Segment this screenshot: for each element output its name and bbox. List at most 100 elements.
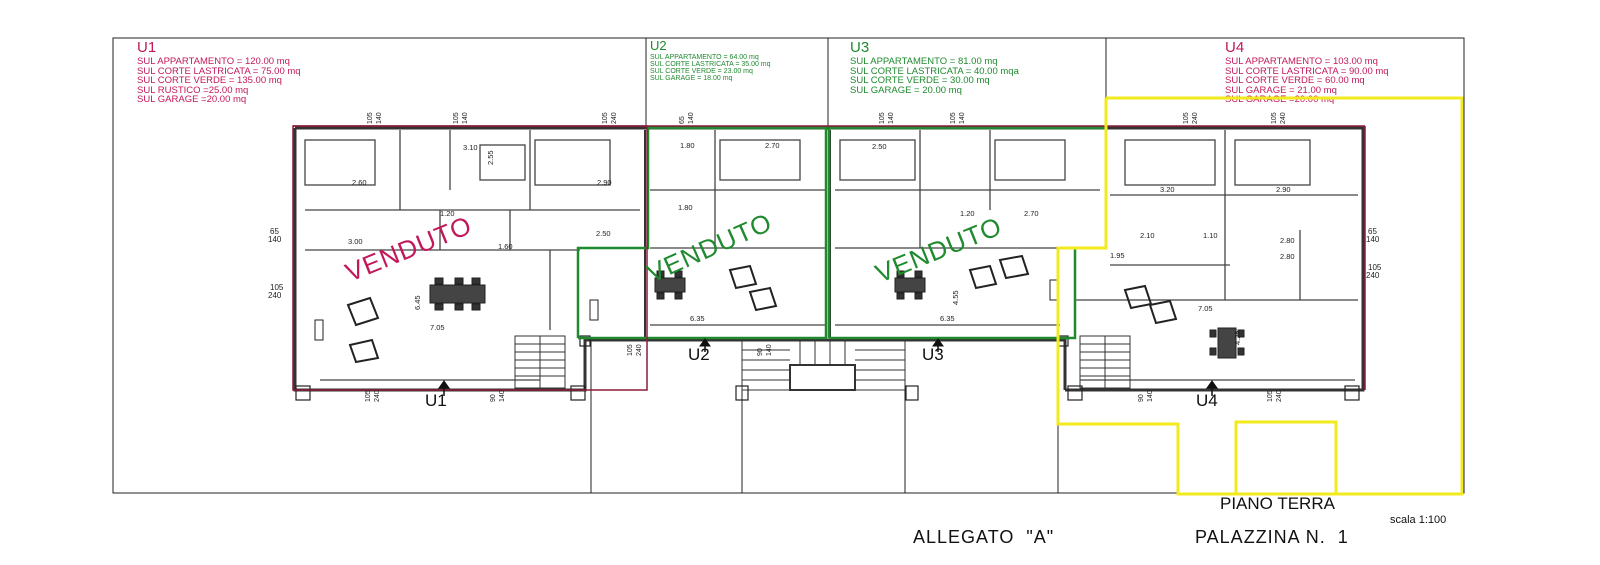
unit-stat-line: SUL GARAGE = 20.00 mq [850, 84, 962, 96]
unit-header-u2: U2 SUL APPARTAMENTO = 64.00 mq SUL CORTE… [650, 39, 771, 82]
dimension-label: 1.80 [678, 203, 693, 212]
dimension-label: 2.60 [352, 178, 367, 187]
unit-stat-line: SUL GARAGE =20.00 mq [137, 94, 247, 105]
entrance-label-u4: U4 [1196, 391, 1218, 410]
dimension-label: 240 [1280, 112, 1287, 124]
unit-stat-line: SUL CORTE LASTRICATA = 75.00 mq [137, 65, 301, 77]
dimension-label: 105 [1267, 390, 1274, 402]
dimension-label: 4.55 [951, 290, 960, 305]
dimension-label: 140 [268, 235, 282, 244]
unit-stat-line: SUL APPARTAMENTO = 81.00 mq [850, 56, 998, 67]
dimension-label: 90 [757, 348, 764, 356]
dimensions-sides: 65 140 105 240 65 140 105 240 [268, 227, 1382, 300]
dimension-label: 3.00 [348, 237, 363, 246]
dimension-label: 105 [1271, 112, 1278, 124]
unit-outline-u1 [292, 125, 1366, 391]
dimension-label: 105 [365, 390, 372, 402]
unit-title: U2 [650, 38, 667, 53]
unit-stat-line: SUL GARAGE = 18.00 mq [650, 75, 733, 82]
unit-stat-line: SUL GARAGE = 21.00 mq [1225, 84, 1337, 96]
unit-stat-line: SUL CORTE VERDE = 60.00 mq [1225, 75, 1365, 86]
dimension-label: 65 [679, 116, 686, 124]
dimension-label: 2.10 [1140, 231, 1155, 240]
entrance-labels: U1 U2 U3 U4 [425, 345, 1218, 410]
dimension-label: 240 [636, 344, 643, 356]
dimension-label: 6.45 [413, 295, 422, 310]
dimension-label: 105 [270, 283, 284, 292]
dimensions-interior: 3.10 2.60 2.55 2.90 1.20 3.00 1.60 2.50 … [348, 141, 1295, 345]
dimension-label: 105 [367, 112, 374, 124]
staircases [514, 335, 1131, 391]
unit-title: U3 [850, 39, 870, 56]
attachment-label: ALLEGATO "A" [913, 527, 1055, 547]
sold-stamp-u3: VENDUTO [871, 211, 1006, 289]
dimension-label: 240 [1366, 271, 1380, 280]
dimension-label: 6.35 [690, 314, 705, 323]
dimension-label: 2.70 [765, 141, 780, 150]
entrance-label-u2: U2 [688, 345, 710, 364]
dimension-label: 1.20 [960, 209, 975, 218]
sold-outline-u2-u3 [576, 126, 1108, 340]
dimensions-top: 105 140 105 140 105 240 65 140 105 140 1… [367, 112, 1287, 124]
unit-stat-line: SUL APPARTAMENTO = 64.00 mq [650, 54, 759, 61]
dimension-label: 6.35 [940, 314, 955, 323]
unit-stat-line: SUL CORTE LASTRICATA = 90.00 mq [1225, 65, 1389, 77]
dimension-label: 65 [270, 227, 279, 236]
dimension-label: 105 [950, 112, 957, 124]
dimension-label: 2.70 [1024, 209, 1039, 218]
dimension-label: 240 [1276, 390, 1283, 402]
dimension-label: 2.80 [1280, 236, 1295, 245]
dimension-label: 105 [602, 112, 609, 124]
unit-header-u1: U1 SUL APPARTAMENTO = 120.00 mq SUL CORT… [137, 40, 301, 105]
unit-stat-line: SUL APPARTAMENTO = 120.00 mq [137, 56, 290, 67]
dimension-label: 240 [1192, 112, 1199, 124]
dimension-label: 7.05 [1198, 304, 1213, 313]
dimension-label: 2.80 [1280, 252, 1295, 261]
dimensions-bottom: 105 240 90 140 105 240 90 140 90 140 105… [365, 344, 1283, 402]
columns [295, 335, 1360, 401]
dimension-label: 3.20 [1160, 185, 1175, 194]
dimension-label: 105 [453, 112, 460, 124]
unit-stat-line: SUL APPARTAMENTO = 103.00 mq [1225, 56, 1378, 67]
unit-stat-line: SUL RUSTICO =25.00 mq [137, 84, 249, 96]
highlight-inner-u4 [1234, 420, 1338, 494]
sold-stamps: VENDUTO VENDUTO VENDUTO [341, 207, 1006, 289]
building-label: PALAZZINA N. 1 [1195, 527, 1349, 547]
unit-stat-line: SUL CORTE VERDE = 30.00 mq [850, 75, 990, 86]
dimension-label: 240 [268, 291, 282, 300]
unit-header-u3: U3 SUL APPARTAMENTO = 81.00 mq SUL CORTE… [850, 40, 1019, 95]
dimension-label: 2.50 [596, 229, 611, 238]
dimension-label: 1.10 [1203, 231, 1218, 240]
dimension-label: 1.80 [680, 141, 695, 150]
dimension-label: 2.50 [872, 142, 887, 151]
plan-scale: scala 1:100 [1390, 514, 1447, 526]
dimension-label: 4.25 [1233, 330, 1242, 345]
dimension-label: 105 [1183, 112, 1190, 124]
dimension-label: 1.20 [440, 209, 455, 218]
dimension-label: 140 [1366, 235, 1380, 244]
dimension-label: 105 [627, 344, 634, 356]
sold-stamp-u1: VENDUTO [341, 210, 476, 288]
plan-title: PIANO TERRA [1220, 494, 1335, 513]
dimension-label: 140 [766, 344, 773, 356]
unit-title: U1 [137, 39, 157, 56]
dimension-label: 1.60 [498, 242, 513, 251]
dimension-label: 2.55 [486, 150, 495, 165]
dimension-label: 3.10 [463, 143, 478, 152]
unit-stat-line: SUL CORTE LASTRICATA = 35.00 mq [650, 61, 771, 68]
dimension-label: 140 [499, 390, 506, 402]
unit-stat-line: SUL CORTE VERDE = 135.00 mq [137, 75, 282, 86]
sheet-frame [112, 37, 1465, 494]
room-partitions [304, 130, 1358, 381]
dimension-label: 2.90 [1276, 185, 1291, 194]
dimension-label: 1.95 [1110, 251, 1125, 260]
unit-stat-line: SUL CORTE LASTRICATA = 40.00 mqa [850, 65, 1019, 77]
unit-stat-line: SUL CORTE VERDE = 23.00 mq [650, 68, 753, 75]
dimension-label: 2.90 [597, 178, 612, 187]
dimension-label: 140 [376, 112, 383, 124]
dimension-label: 240 [611, 112, 618, 124]
dimension-label: 140 [688, 112, 695, 124]
dimension-label: 140 [959, 112, 966, 124]
unit-title: U4 [1225, 39, 1245, 56]
